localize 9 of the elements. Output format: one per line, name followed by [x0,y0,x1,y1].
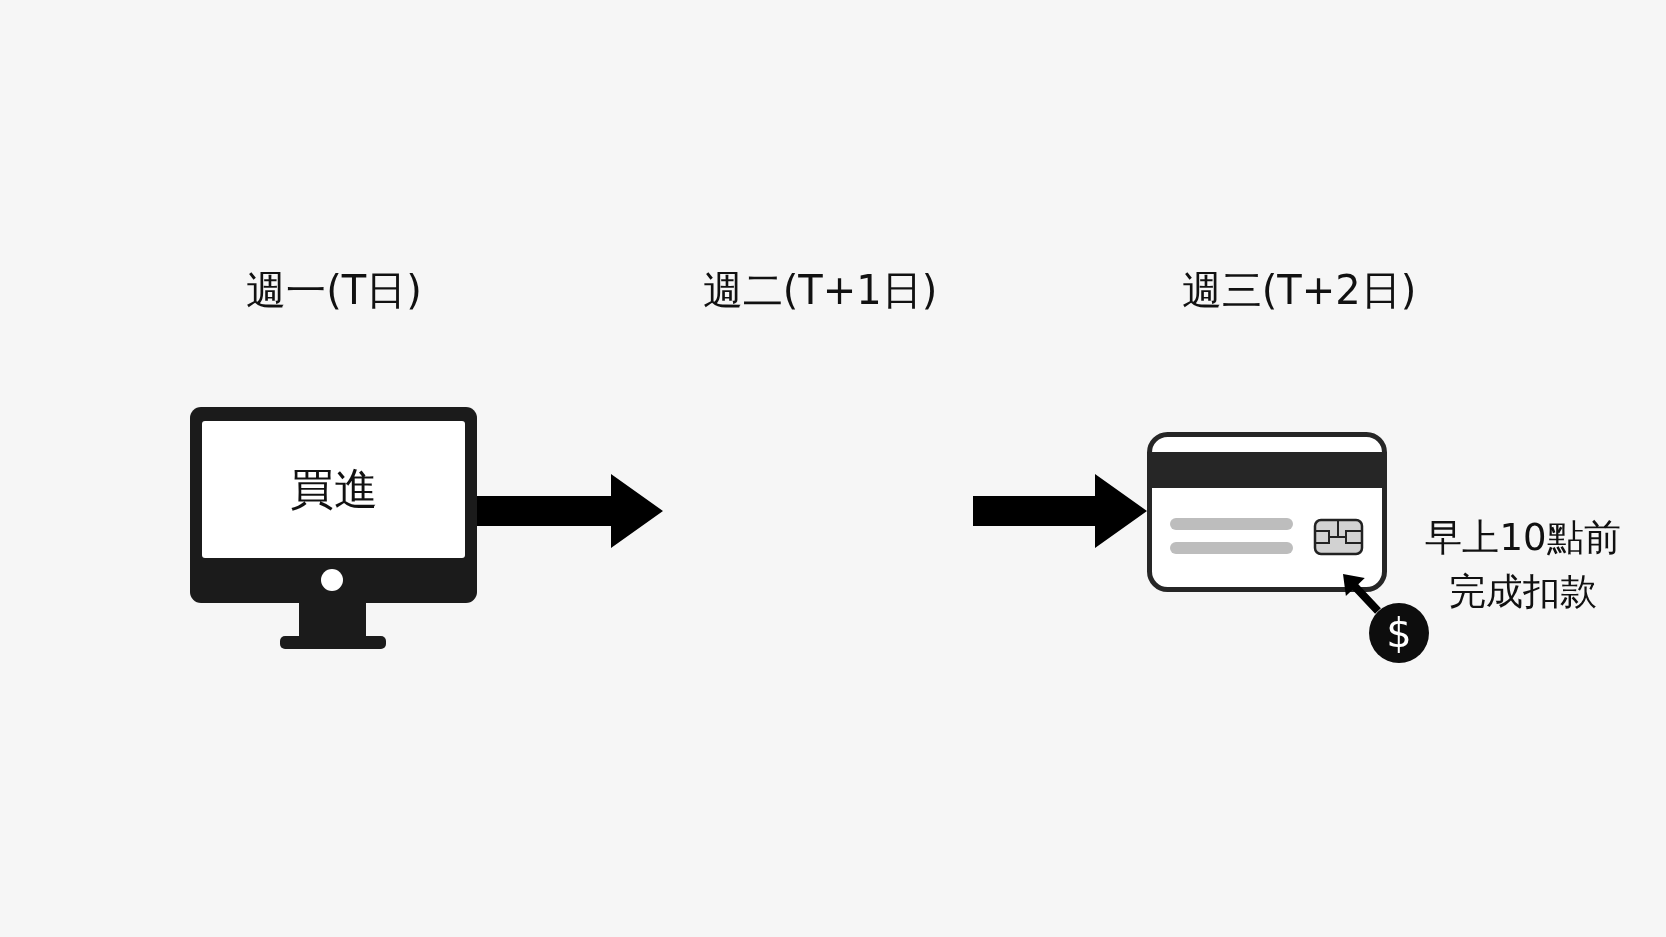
arrow [1343,574,1381,614]
block-arrow [477,474,663,548]
block-arrow [973,474,1147,548]
deadline-note: 早上10點前完成扣款 [1424,515,1622,615]
day-heading: 週三(T+2日) [1181,266,1417,314]
day-heading: 週一(T日) [246,266,422,314]
action-text: 買進 [289,464,378,515]
day-heading: 週二(T+1日) [702,266,938,314]
currency-symbol: $ [1386,613,1412,653]
